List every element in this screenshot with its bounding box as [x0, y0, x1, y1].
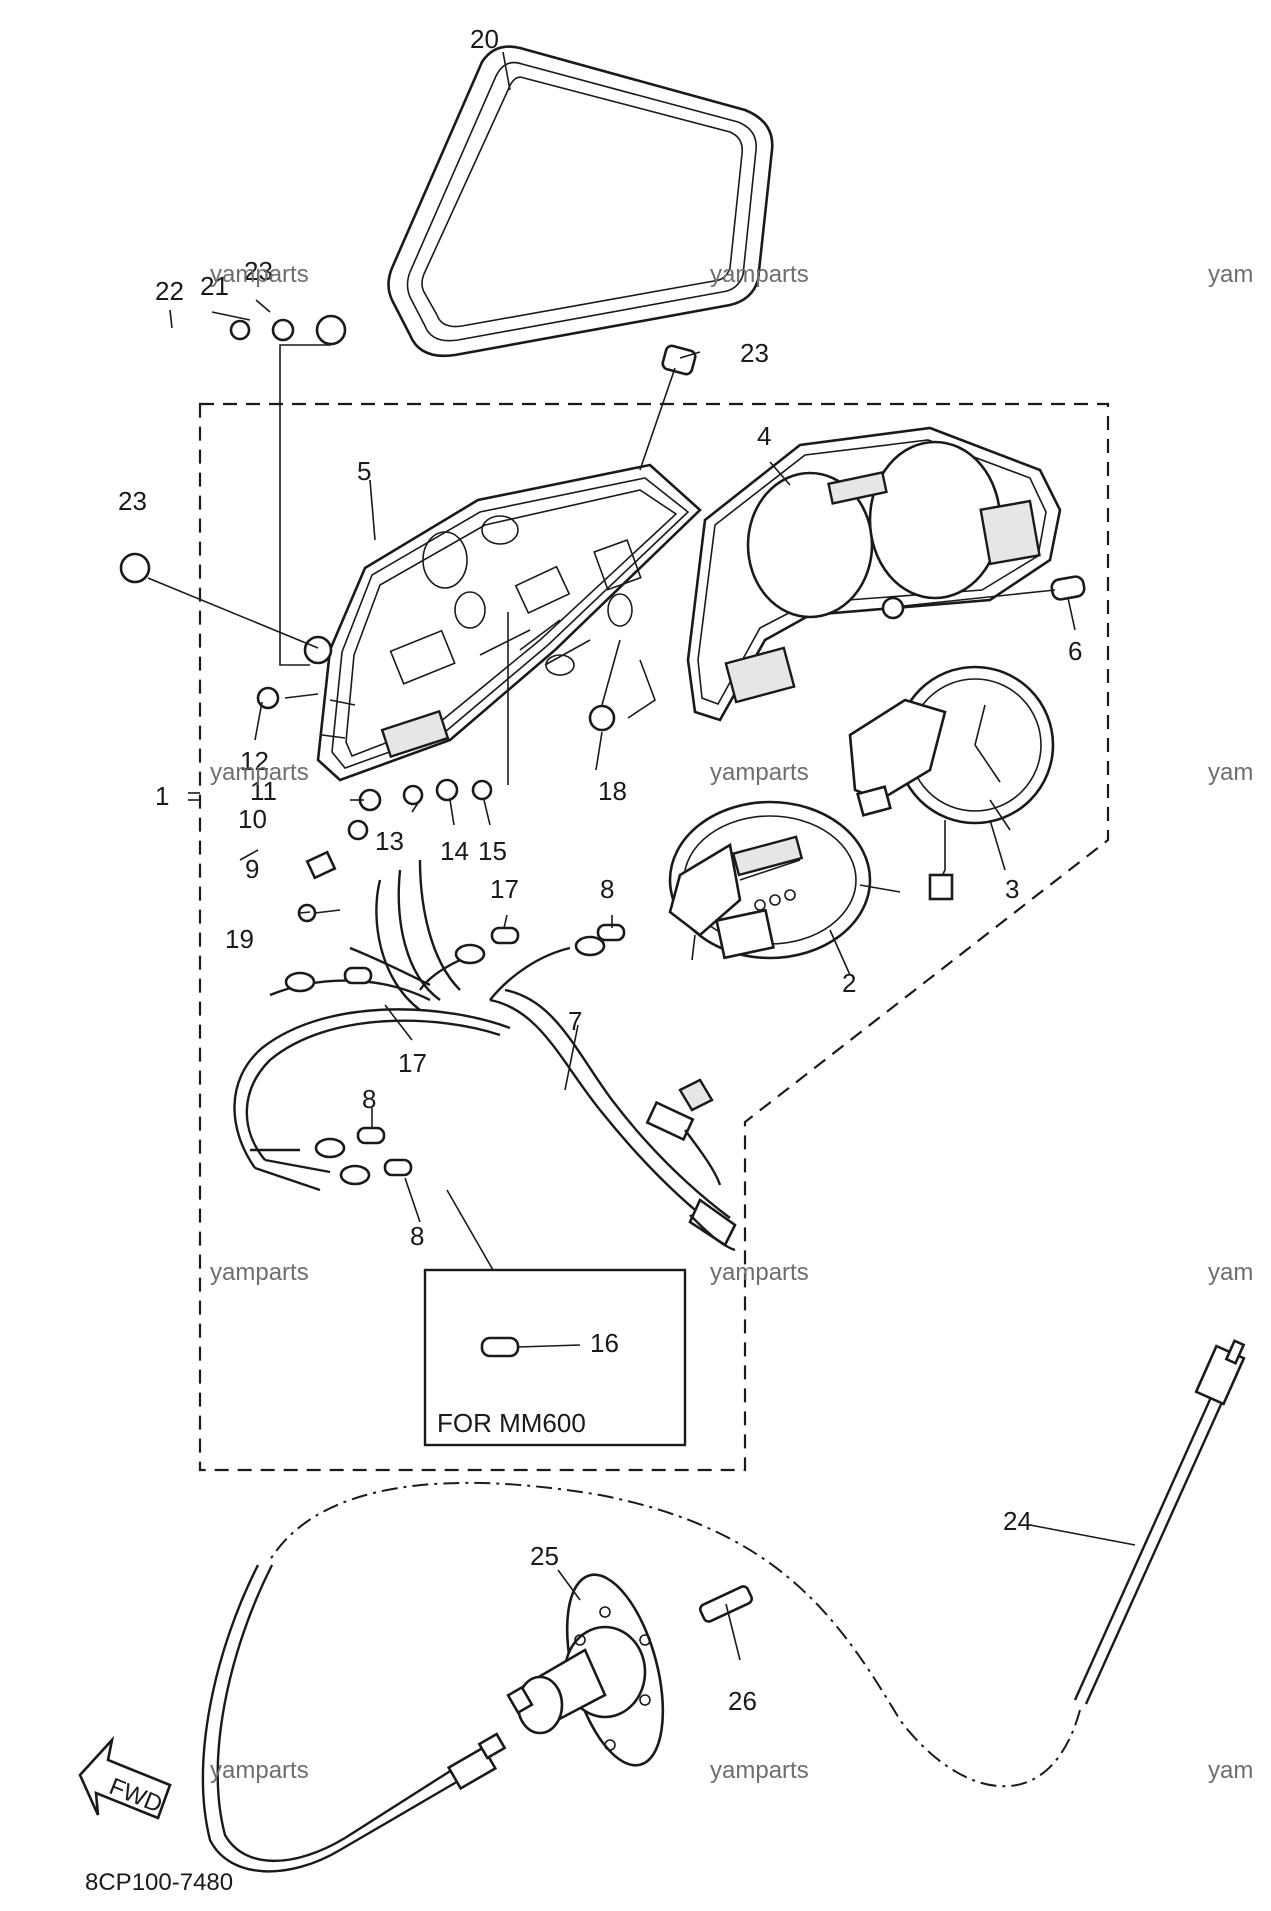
callout-11: 11: [250, 776, 277, 806]
watermark: yamparts: [710, 1757, 809, 1784]
part-6-grommet: [902, 575, 1086, 607]
part-25-gear-unit: [506, 1573, 665, 1767]
callout-1: 1: [155, 781, 169, 811]
watermark-cut: yam: [1208, 261, 1253, 288]
watermark: yamparts: [210, 1259, 309, 1286]
callout-16: 16: [590, 1328, 619, 1358]
callout-2: 2: [842, 968, 856, 998]
callout-13: 13: [375, 826, 404, 856]
callout-25: 25: [530, 1541, 559, 1571]
callout-26: 26: [728, 1686, 757, 1716]
callout-8-top: 8: [600, 874, 614, 904]
callout-6: 6: [1068, 636, 1082, 666]
callout-23-topleft: 23: [244, 256, 273, 286]
watermarks: yamparts yamparts yam yamparts yamparts …: [210, 261, 1253, 1784]
watermark: yamparts: [710, 1259, 809, 1286]
part-5-meter-case: [316, 463, 702, 782]
callout-19: 19: [225, 924, 254, 954]
watermark: yamparts: [210, 759, 309, 786]
watermark: yamparts: [710, 759, 809, 786]
bulb-17-left: [343, 966, 373, 985]
watermark-cut: yam: [1208, 759, 1253, 786]
callout-3: 3: [1005, 874, 1019, 904]
callout-7: 7: [568, 1006, 582, 1036]
callout-21: 21: [200, 271, 229, 301]
fwd-arrow-icon: FWD: [78, 1735, 172, 1820]
watermark: yamparts: [710, 261, 809, 288]
watermark-cut: yam: [1208, 1757, 1253, 1784]
bulb-8-left: [356, 1126, 386, 1145]
bulb-17-top: [490, 926, 520, 945]
inset-for-mm600: [423, 1189, 687, 1447]
callout-9: 9: [245, 854, 259, 884]
callout-14: 14: [440, 836, 469, 866]
leader-lines: [147, 344, 676, 914]
inset-label: FOR MM600: [437, 1408, 586, 1438]
part-20-lens-frame: [387, 45, 774, 358]
diagram-code: 8CP100-7480: [85, 1869, 233, 1896]
callout-23-left: 23: [118, 486, 147, 516]
bulb-8-lower: [383, 1158, 413, 1177]
callout-17-top: 17: [490, 874, 519, 904]
watermark: yamparts: [210, 1757, 309, 1784]
part-26-pin: [698, 1585, 754, 1661]
callout-22: 22: [155, 276, 184, 306]
callout-8-low: 8: [410, 1221, 424, 1251]
callout-17-mid: 17: [398, 1048, 427, 1078]
callout-numbers: 20 22 21 23 23 23 5 4 6 12 1 11 10 13 14…: [118, 24, 1082, 1716]
callout-20: 20: [470, 24, 499, 54]
callout-leaders: [169, 51, 1136, 1601]
callout-24: 24: [1003, 1506, 1032, 1536]
callout-15: 15: [478, 836, 507, 866]
watermark-cut: yam: [1208, 1259, 1253, 1286]
bulb-8-right: [596, 923, 626, 942]
callout-10: 10: [238, 804, 267, 834]
part-24-cable: [201, 1339, 1246, 1873]
part-2-speedometer: [668, 800, 901, 961]
part-4-meter-panel: [686, 426, 1062, 722]
callout-4: 4: [757, 421, 771, 451]
part-3-tachometer: [848, 665, 1055, 901]
callout-5: 5: [357, 456, 371, 486]
callout-12: 12: [240, 746, 269, 776]
callout-18: 18: [598, 776, 627, 806]
watermark: yamparts: [210, 261, 309, 288]
small-parts: [119, 314, 697, 1177]
assembly-boundary: [198, 402, 1110, 1472]
callout-8-mid: 8: [362, 1084, 376, 1114]
callout-23-top: 23: [740, 338, 769, 368]
